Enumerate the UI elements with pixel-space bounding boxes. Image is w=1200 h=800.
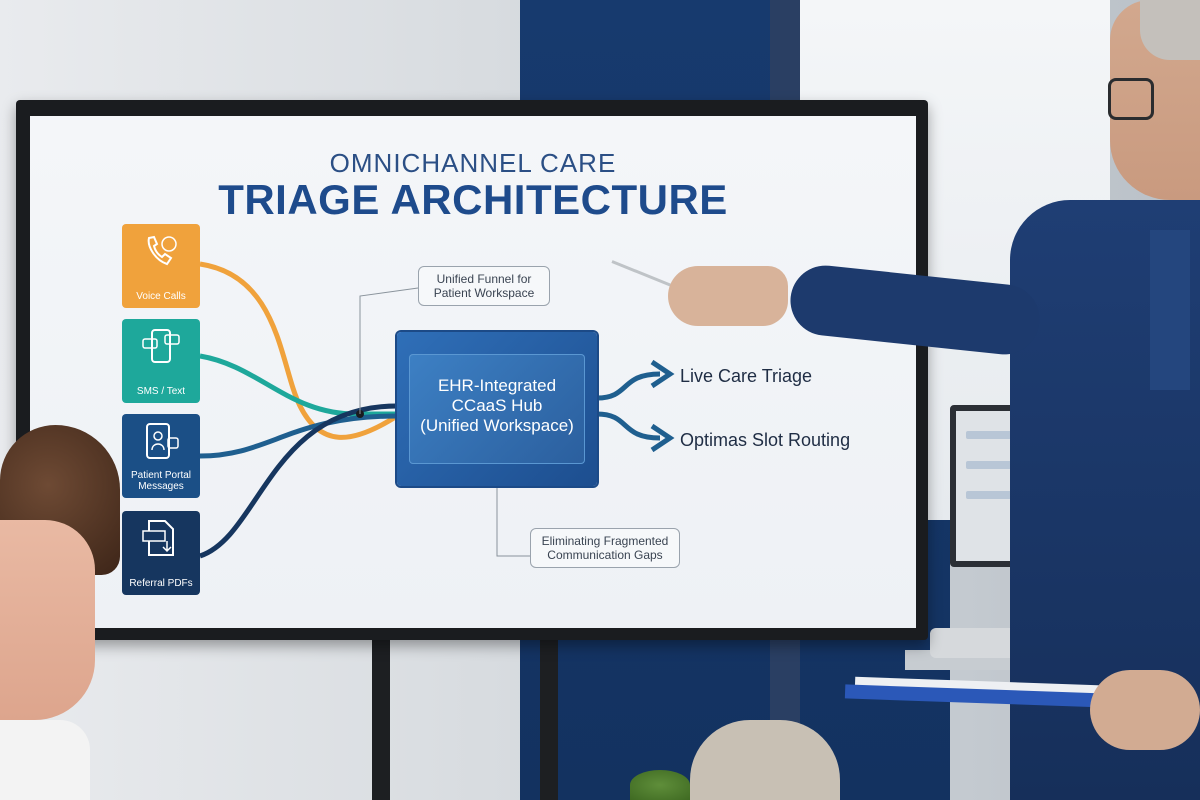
output-live-care-triage: Live Care Triage (680, 366, 813, 386)
channel-sms: SMS / Text (122, 319, 200, 403)
portal-user-icon (146, 423, 179, 459)
presenter-shirt (1150, 230, 1190, 390)
flow-pdf (199, 403, 398, 559)
output-flow-2 (596, 411, 661, 441)
channel-label: Voice Calls (136, 291, 186, 302)
flow-lines (199, 261, 675, 559)
slide-title: TRIAGE ARCHITECTURE (218, 176, 728, 223)
presentation-slide: OMNICHANNEL CARE TRIAGE ARCHITECTURE Voi… (30, 116, 916, 628)
flow-portal (199, 413, 398, 459)
channel-referral-pdfs: Referral PDFs (122, 511, 200, 595)
chat-phone-icon (142, 329, 180, 363)
hub-title-line-2: CCaaS Hub (451, 396, 543, 415)
channel-label: Patient Portal Messages (130, 470, 192, 492)
channel-label: SMS / Text (136, 386, 186, 397)
slide-subtitle: OMNICHANNEL CARE (329, 148, 617, 178)
output-slot-routing: Optimas Slot Routing (680, 430, 851, 450)
callout-top-leader (359, 287, 419, 414)
callout-unified-funnel: Unified Funnel for Patient Workspace (418, 266, 550, 306)
arrow-1-icon (650, 359, 675, 389)
presenter-hair (1140, 0, 1200, 60)
plant (630, 770, 690, 800)
chair (690, 720, 840, 800)
flow-voice (199, 261, 399, 440)
hub-title-line-1: EHR-Integrated (437, 376, 557, 395)
hub-inner-panel: EHR-Integrated CCaaS Hub (Unified Worksp… (409, 354, 585, 464)
ccaas-hub: EHR-Integrated CCaaS Hub (Unified Worksp… (397, 332, 597, 486)
woman-shoulder (0, 720, 90, 800)
pdf-download-icon (142, 520, 174, 556)
phone-icon (147, 235, 177, 266)
presenter-hand-holding-clipboard (1090, 670, 1200, 750)
glasses (1108, 78, 1154, 120)
tv-stand-leg (540, 640, 558, 800)
hub-title-line-3: (Unified Workspace) (420, 416, 574, 435)
tv-stand-leg (372, 640, 390, 800)
presenter-hand (668, 266, 788, 326)
output-flow-1 (596, 371, 661, 401)
arrow-2-icon (650, 423, 675, 453)
channel-voice-calls: Voice Calls (122, 224, 200, 308)
channel-patient-portal: Patient Portal Messages (122, 414, 200, 498)
callout-eliminating-gaps: Eliminating Fragmented Communication Gap… (530, 528, 680, 568)
callout-bottom-leader (496, 476, 530, 557)
channel-label: Referral PDFs (129, 578, 193, 589)
woman-face (0, 520, 95, 720)
